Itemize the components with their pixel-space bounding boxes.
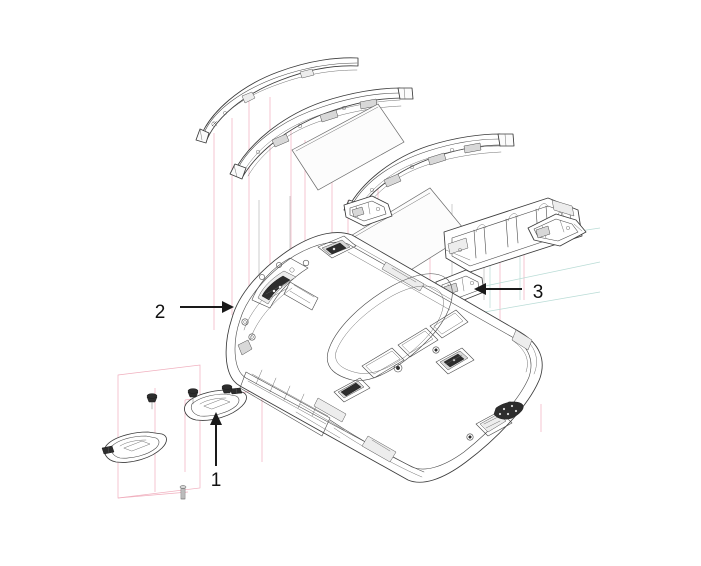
callout-group: 2 3 1	[155, 282, 544, 491]
part-third-roof-bow	[343, 133, 515, 216]
part-sun-visor-retaining-clip-far-right	[221, 384, 233, 394]
part-second-roof-bow	[229, 87, 414, 180]
part-sun-visor-right	[184, 387, 247, 421]
callout-1-arrowhead	[210, 412, 222, 425]
callout-2: 2	[155, 301, 234, 323]
part-right-mounting-bracket	[527, 213, 587, 247]
part-sun-visor-retaining-clip-left	[146, 393, 158, 410]
callout-1-number: 1	[211, 470, 222, 491]
callout-3: 3	[474, 282, 543, 303]
callout-3-arrowhead	[474, 283, 486, 295]
part-sun-visor-retaining-clip-right	[187, 388, 199, 405]
part-headliner-insert-panel-a	[291, 103, 405, 191]
part-sun-visor-left	[101, 431, 167, 463]
callout-2-arrowhead	[222, 301, 234, 313]
headliner-wiring-cluster	[493, 401, 524, 420]
headliner-front-left-mount	[333, 377, 371, 403]
headliner-upper-left-rail	[283, 281, 319, 311]
part-left-mounting-bracket	[343, 195, 393, 227]
part-sun-visor-mounting-pin	[179, 485, 187, 500]
callout-1: 1	[210, 412, 222, 491]
headliner-front-rail	[239, 369, 331, 437]
part-headliner-trim-panel	[225, 232, 543, 483]
headliner-left-corner-detail	[251, 257, 309, 309]
callout-3-number: 3	[533, 282, 544, 303]
callout-2-number: 2	[155, 302, 166, 323]
part-front-roof-bow	[195, 57, 359, 144]
headliner-console-pocket	[317, 235, 357, 259]
headliner-grab-handle-mounts	[435, 347, 475, 375]
headliner-opening-group	[326, 273, 469, 381]
part-rear-header-reinforcement	[443, 197, 583, 273]
